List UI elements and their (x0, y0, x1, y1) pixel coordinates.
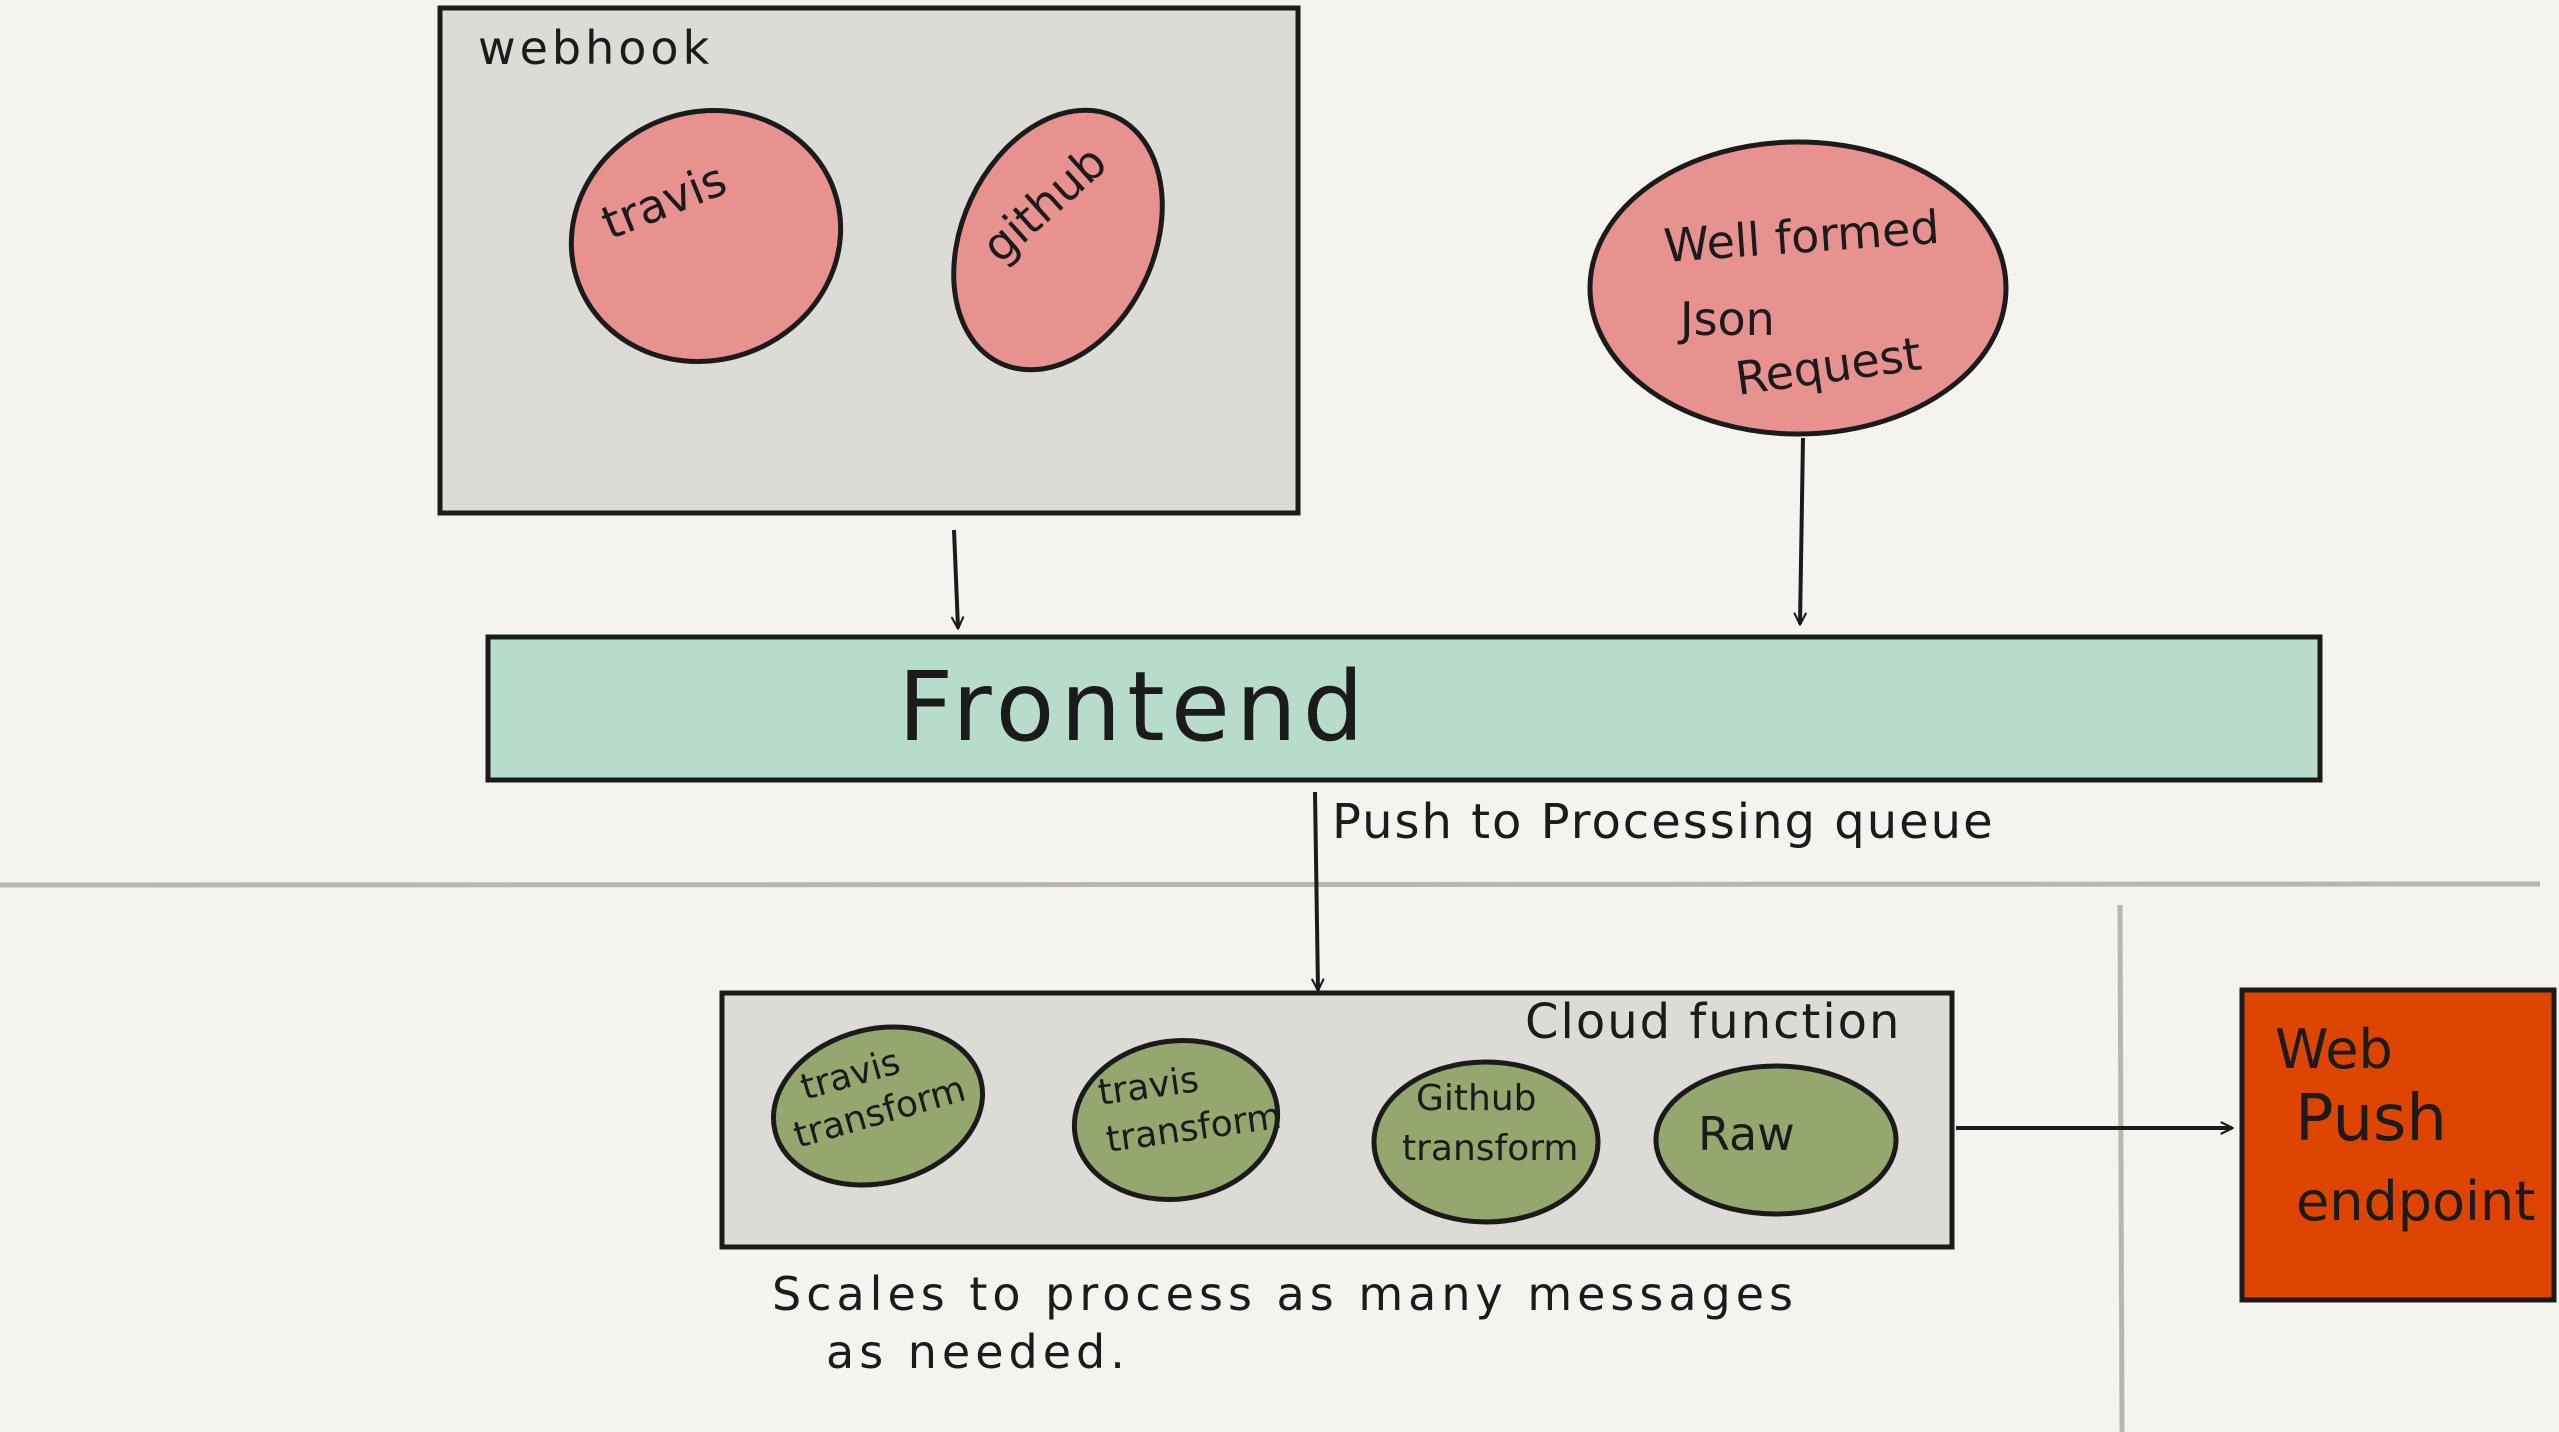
horizontal-separator (0, 881, 2541, 888)
scales-note-line2: as needed. (826, 1325, 1130, 1379)
cloud-item-3-line1: Github (1416, 1078, 1537, 1119)
cloud-item-raw: Raw (1653, 1063, 1899, 1217)
vertical-separator (2117, 904, 2125, 1432)
web-push-endpoint: Web Push endpoint (2239, 987, 2557, 1303)
arrow-webhook-to-frontend (950, 529, 965, 630)
cloud-item-travis-transform-1: travis transform (770, 1024, 986, 1188)
webhook-box: webhook travis github (437, 5, 1301, 516)
json-request-line2: Json (1677, 292, 1775, 346)
cloud-function-box: Cloud function travis transform travis t… (719, 990, 1955, 1250)
github-node: github (951, 107, 1165, 373)
frontend-label: Frontend (898, 651, 1370, 763)
arrow-json-to-frontend (1793, 437, 1807, 626)
cloud-item-3-line2: transform (1402, 1128, 1578, 1169)
scales-note-line1: Scales to process as many messages (772, 1267, 1798, 1321)
cloud-item-github-transform: Github transform (1371, 1059, 1601, 1225)
web-push-line2: Push (2295, 1082, 2447, 1156)
push-label: Push to Processing queue (1332, 794, 1995, 850)
cloud-function-title: Cloud function (1525, 994, 1901, 1050)
arrow-frontend-to-cloud (1311, 791, 1325, 992)
frontend-bar: Frontend (485, 634, 2323, 783)
json-request-node: Well formed Json Request (1587, 139, 2009, 437)
web-push-line3: endpoint (2296, 1170, 2535, 1233)
web-push-line1: Web (2275, 1018, 2393, 1081)
travis-node: travis (568, 108, 844, 364)
cloud-item-4-line1: Raw (1698, 1107, 1795, 1161)
webhook-title: webhook (478, 21, 713, 75)
cloud-item-travis-transform-2: travis transform (1071, 1037, 1284, 1203)
